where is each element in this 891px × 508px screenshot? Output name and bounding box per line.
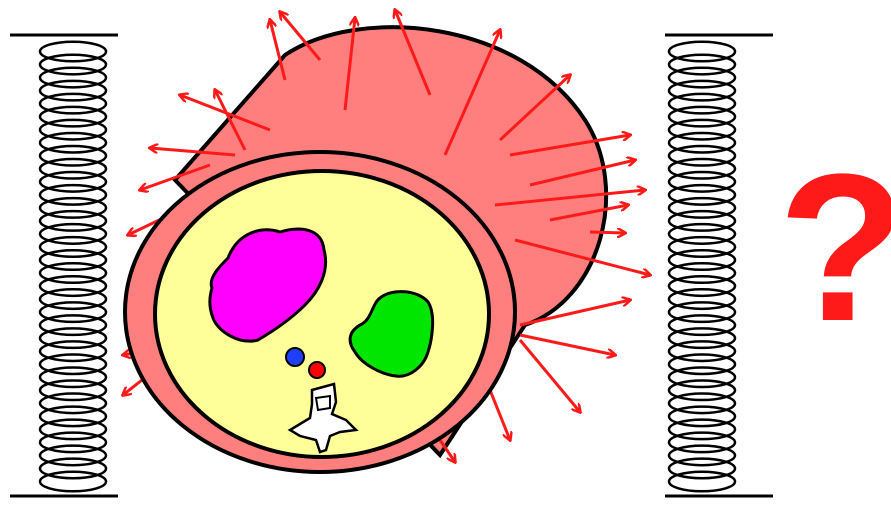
left-spring-coils [40,42,106,492]
spring-coil [669,472,735,492]
question-mark: ? [778,138,888,358]
red-dot [309,362,325,378]
tube [123,10,650,472]
arrow-icon [520,335,615,355]
arrow-icon [123,380,142,395]
left-spring [10,35,118,496]
arrow-icon [490,390,510,440]
right-spring-coils [669,42,735,492]
spring-coil [40,472,106,492]
arrow-icon [590,232,625,233]
blue-dot [286,348,304,366]
right-spring [665,35,773,496]
arrow-icon [520,340,580,412]
